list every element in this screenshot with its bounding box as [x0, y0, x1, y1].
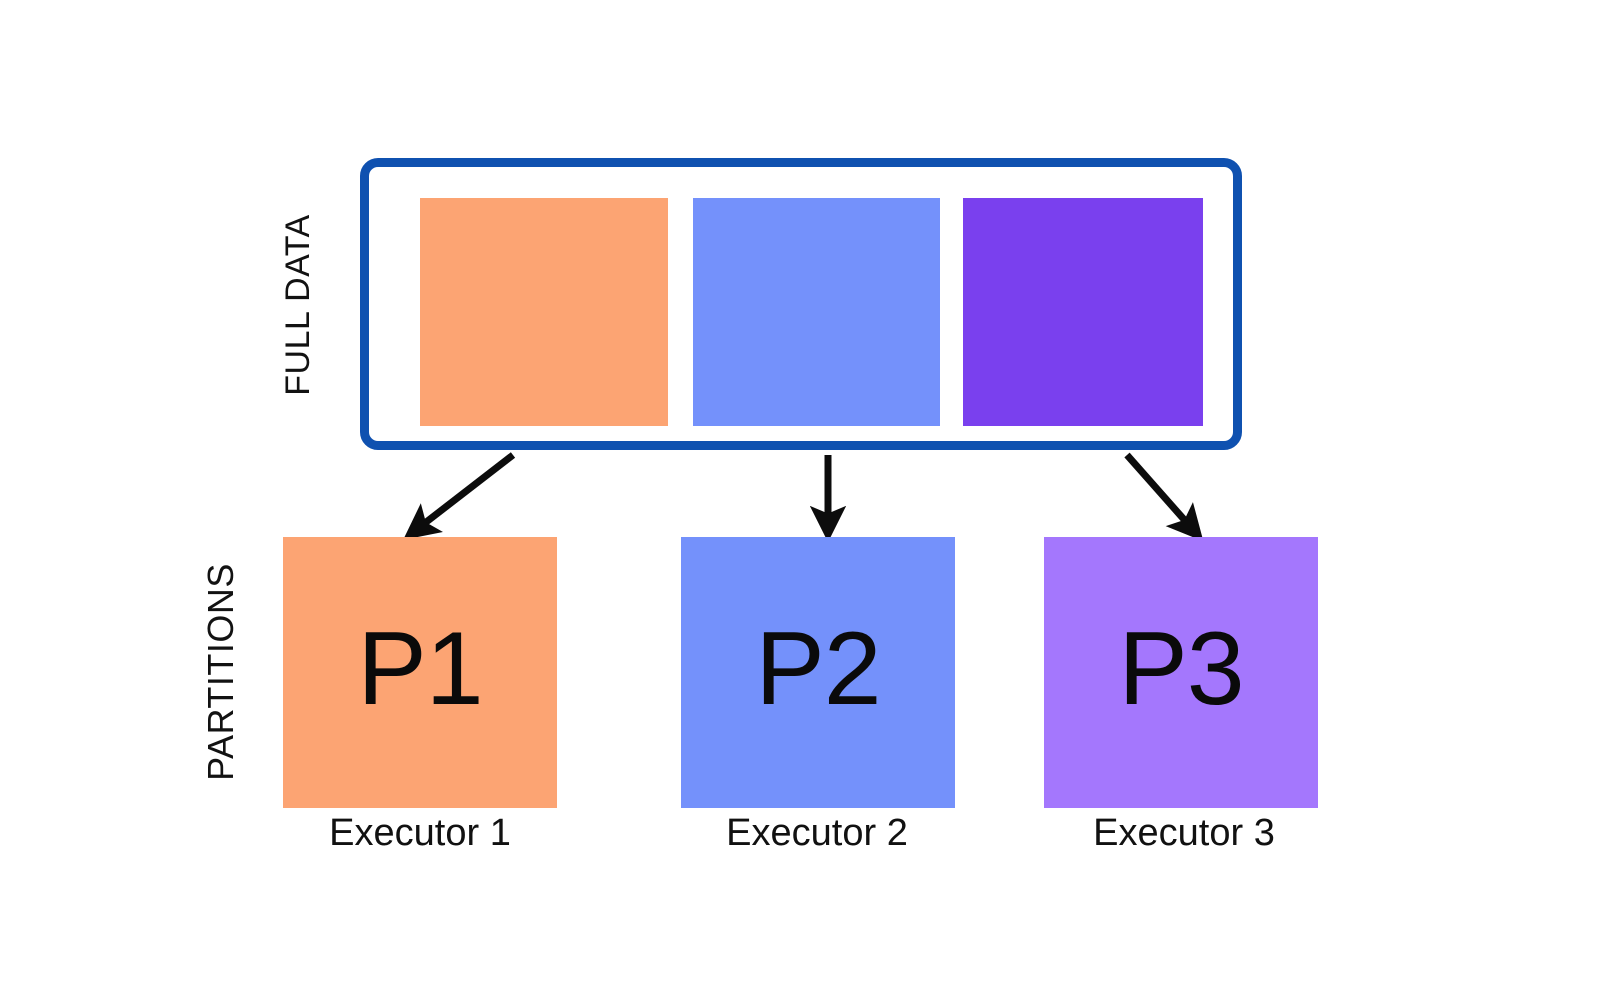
arrow-to-p3	[1124, 452, 1204, 542]
full-data-chunk-2	[693, 198, 940, 426]
full-data-container	[360, 158, 1242, 450]
partition-box-p3: P3	[1044, 537, 1318, 808]
partitions-row-label: PARTITIONS	[200, 563, 241, 781]
executor-caption-2: Executor 2	[726, 812, 908, 854]
partition-label-p1: P1	[357, 610, 483, 727]
partition-box-p2: P2	[681, 537, 955, 808]
full-data-chunk-3	[963, 198, 1203, 426]
arrow-to-p1	[403, 452, 516, 540]
partition-label-p3: P3	[1118, 610, 1244, 727]
full-data-chunk-1	[420, 198, 668, 426]
partition-label-p2: P2	[755, 610, 881, 727]
full-data-row-label: FULL DATA	[279, 214, 317, 396]
executor-caption-1: Executor 1	[329, 812, 511, 854]
executor-caption-3: Executor 3	[1093, 812, 1275, 854]
partition-box-p1: P1	[283, 537, 557, 808]
